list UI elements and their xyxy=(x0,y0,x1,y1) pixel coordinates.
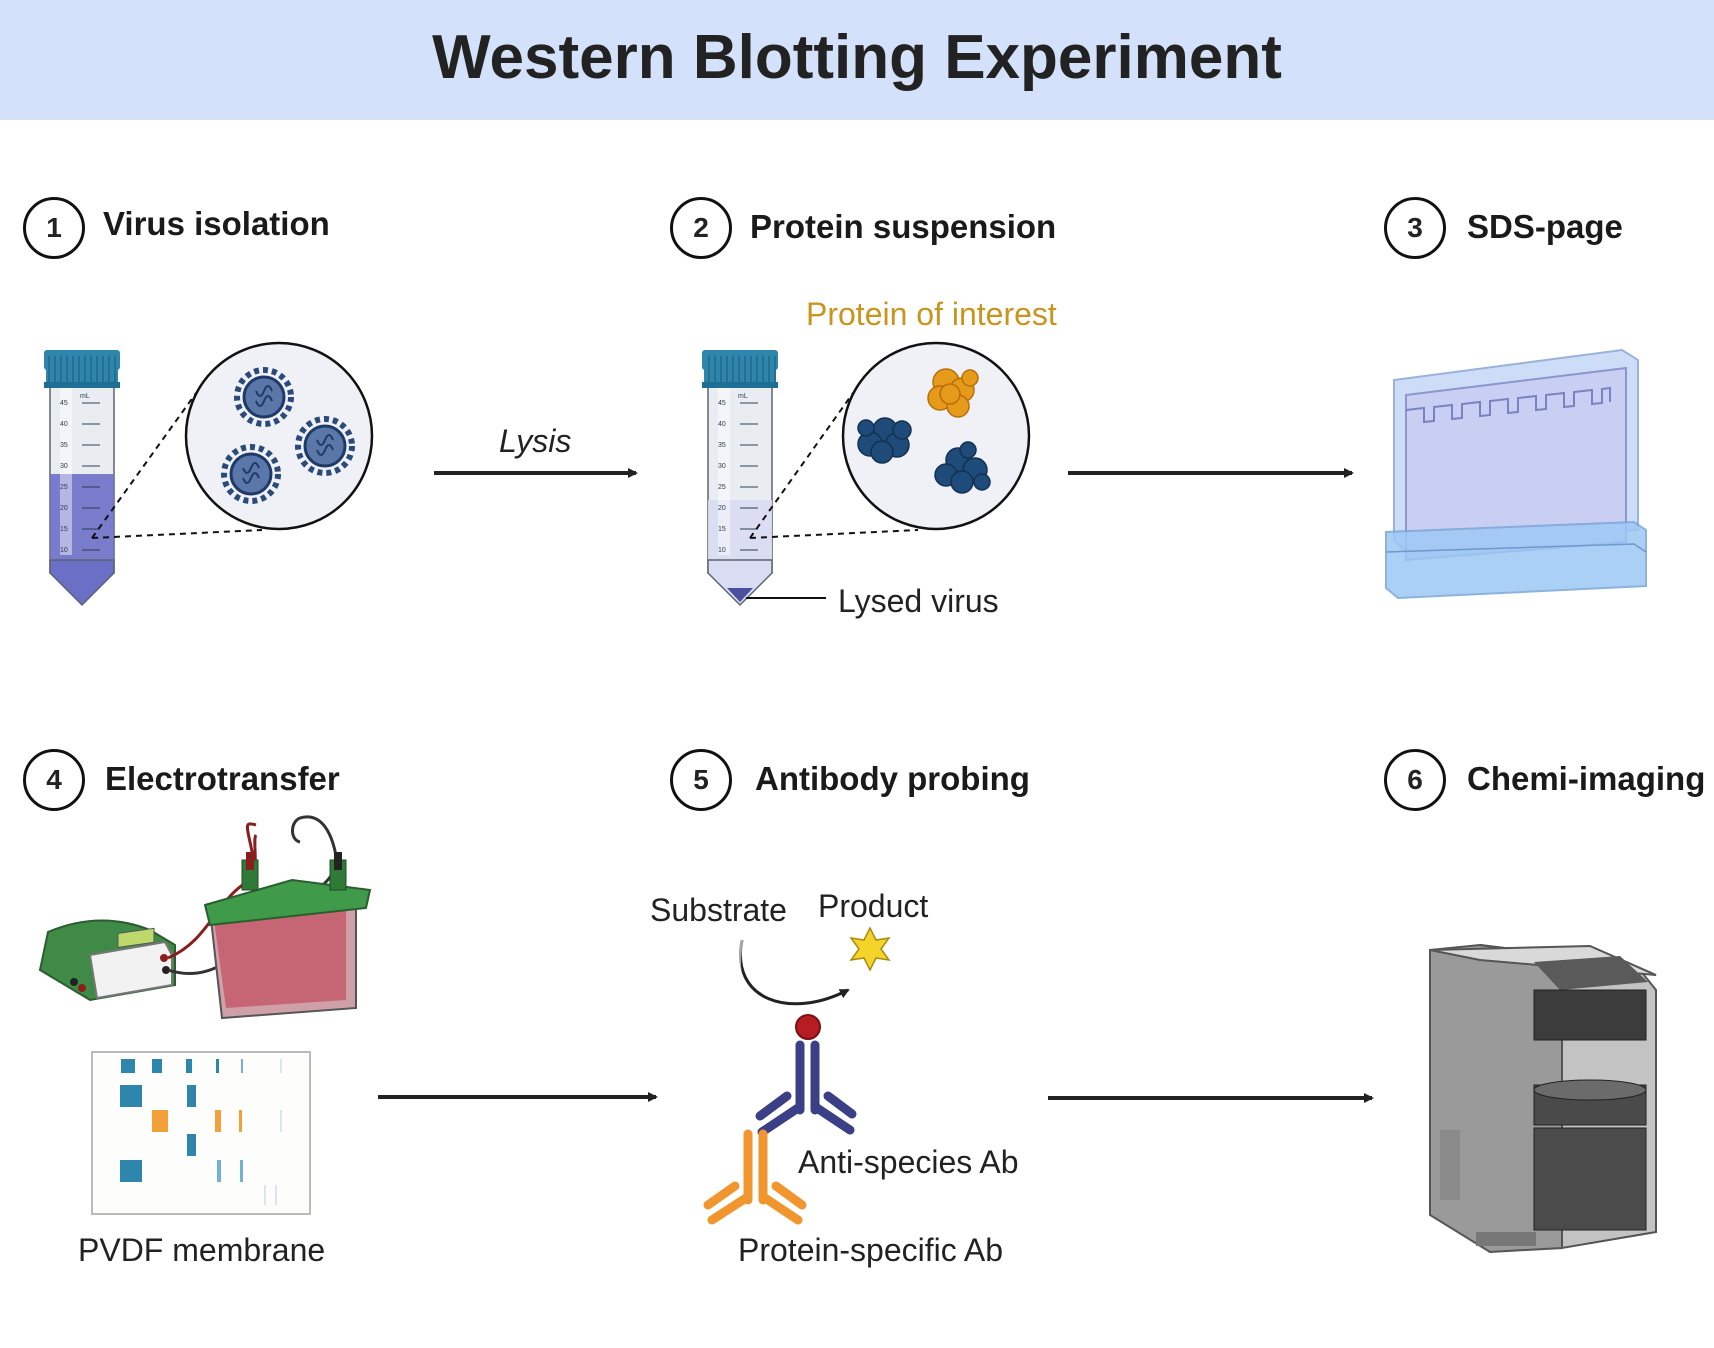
antibody-icon xyxy=(703,1040,857,1225)
svg-text:mL: mL xyxy=(80,393,90,400)
step-3-number: 3 xyxy=(1384,197,1446,259)
pvdf-membrane-label: PVDF membrane xyxy=(78,1232,326,1268)
svg-text:15: 15 xyxy=(718,526,726,533)
protein-of-interest-label: Protein of interest xyxy=(806,296,1057,332)
svg-text:45: 45 xyxy=(60,400,68,407)
step-2-label: Protein suspension xyxy=(750,208,1057,245)
falcon-tube-icon: 45 40 35 30 25 20 15 10 mL xyxy=(702,350,778,607)
protein-icon xyxy=(857,368,991,494)
product-label: Product xyxy=(818,888,929,924)
svg-text:10: 10 xyxy=(718,547,726,554)
svg-text:15: 15 xyxy=(60,526,68,533)
step-5-label: Antibody probing xyxy=(755,760,1030,797)
substrate-product-arrow xyxy=(739,939,850,1006)
step-2-number: 2 xyxy=(670,197,732,259)
svg-text:20: 20 xyxy=(718,505,726,512)
svg-text:mL: mL xyxy=(738,393,748,400)
imager-icon xyxy=(1429,943,1657,1254)
page-title: Western Blotting Experiment xyxy=(432,23,1282,92)
step-1-label: Virus isolation xyxy=(103,205,330,242)
substrate-label: Substrate xyxy=(650,892,787,928)
svg-text:40: 40 xyxy=(60,421,68,428)
protein-specific-ab-label: Protein-specific Ab xyxy=(738,1232,1004,1268)
transfer-tank-icon xyxy=(203,852,372,1020)
svg-text:25: 25 xyxy=(60,484,68,491)
title-banner xyxy=(0,0,1714,120)
star-product-icon xyxy=(849,926,891,972)
svg-text:30: 30 xyxy=(718,463,726,470)
lysed-virus-label: Lysed virus xyxy=(838,583,999,619)
svg-text:35: 35 xyxy=(60,442,68,449)
lysis-label: Lysis xyxy=(499,423,572,459)
step-4-label: Electrotransfer xyxy=(105,760,340,797)
step-3-label: SDS-page xyxy=(1467,208,1623,245)
falcon-tube-icon: 45 40 35 30 25 20 15 10 mL xyxy=(44,350,120,607)
step-1-number: 1 xyxy=(23,197,85,259)
enzyme-label-dot xyxy=(795,1014,821,1040)
membrane-icon xyxy=(91,1051,311,1215)
svg-text:10: 10 xyxy=(60,547,68,554)
power-supply-icon xyxy=(38,919,176,1002)
svg-text:35: 35 xyxy=(718,442,726,449)
svg-text:20: 20 xyxy=(60,505,68,512)
svg-text:30: 30 xyxy=(60,463,68,470)
virus-icon xyxy=(221,367,355,504)
magnify-circle-1 xyxy=(184,341,374,531)
svg-text:25: 25 xyxy=(718,484,726,491)
gel-tank-icon xyxy=(1385,348,1647,600)
svg-text:40: 40 xyxy=(718,421,726,428)
step-6-number: 6 xyxy=(1384,749,1446,811)
step-6-label: Chemi-imaging xyxy=(1467,760,1706,797)
step-4-number: 4 xyxy=(23,749,85,811)
svg-text:45: 45 xyxy=(718,400,726,407)
anti-species-ab-label: Anti-species Ab xyxy=(798,1144,1019,1180)
step-5-number: 5 xyxy=(670,749,732,811)
